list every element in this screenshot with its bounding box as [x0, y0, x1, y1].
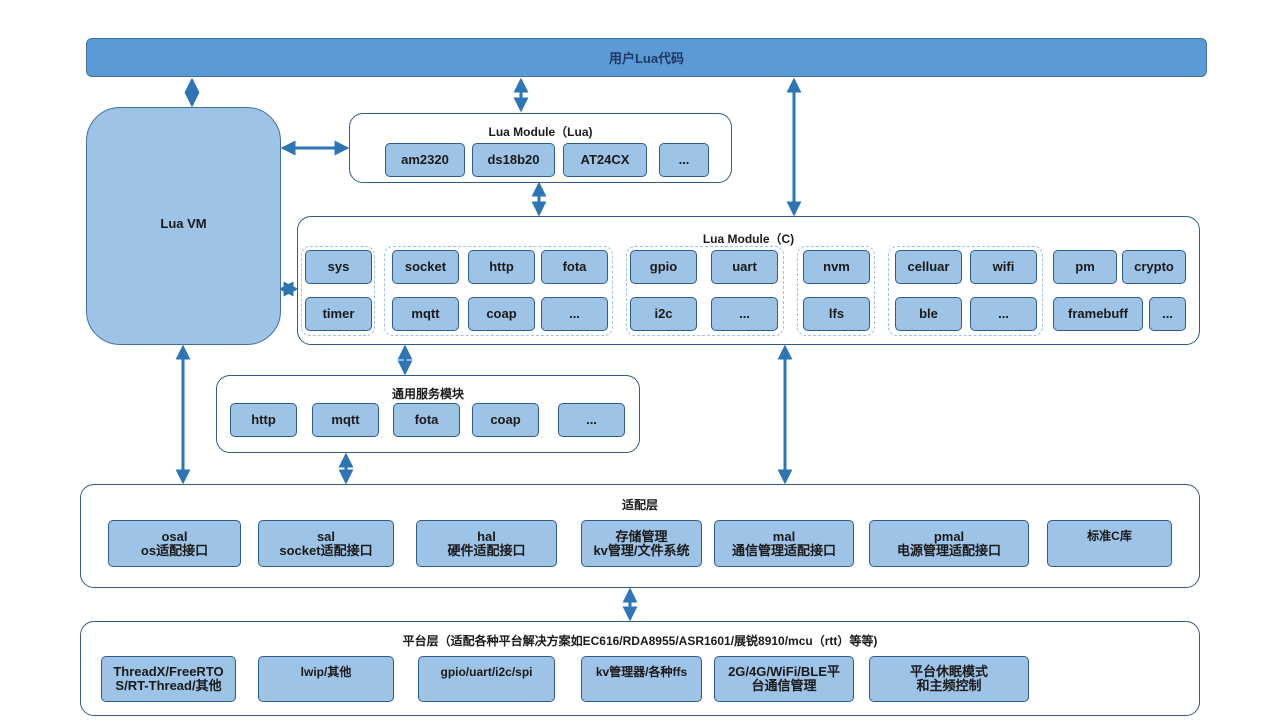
- module-chip: lfs: [803, 297, 870, 331]
- service-chip: fota: [393, 403, 460, 437]
- platform-chip-line1: lwip/其他: [300, 665, 352, 679]
- module-group: [888, 246, 1043, 336]
- platform-chip-line2: 和主频控制: [916, 678, 982, 693]
- module-group: [797, 246, 875, 336]
- common-services-title: 通用服务模块: [391, 387, 464, 401]
- user-lua-code-bar: 用户Lua代码: [86, 38, 1207, 77]
- adapter-chip-line1: hal: [477, 528, 496, 544]
- lua-module-lua-title: Lua Module（Lua): [488, 125, 593, 139]
- adapter-chip: osal os适配接口: [108, 520, 241, 567]
- adapter-layer-title: 适配层: [621, 498, 658, 512]
- platform-chip-line1: 平台休眠模式: [909, 664, 988, 679]
- platform-chip: 平台休眠模式 和主频控制: [869, 656, 1029, 702]
- module-chip: mqtt: [392, 297, 459, 331]
- adapter-chip-line2: 硬件适配接口: [447, 542, 526, 558]
- adapter-chip-line1: osal: [161, 528, 188, 544]
- module-chip: gpio: [630, 250, 697, 284]
- service-chip: ...: [558, 403, 625, 437]
- module-chip: wifi: [970, 250, 1037, 284]
- platform-chip: 2G/4G/WiFi/BLE平 台通信管理: [714, 656, 854, 702]
- service-chip: coap: [472, 403, 539, 437]
- platform-chip: gpio/uart/i2c/spi: [418, 656, 555, 702]
- adapter-chip: pmal 电源管理适配接口: [869, 520, 1029, 567]
- adapter-chip-line1: 存储管理: [615, 528, 668, 544]
- module-chip: fota: [541, 250, 608, 284]
- adapter-chip: hal 硬件适配接口: [416, 520, 557, 567]
- module-chip: ...: [659, 143, 709, 177]
- adapter-chip-line1: pmal: [933, 528, 965, 544]
- module-chip: framebuff: [1053, 297, 1143, 331]
- platform-chip: lwip/其他: [258, 656, 394, 702]
- module-chip: AT24CX: [563, 143, 647, 177]
- platform-chip: kv管理器/各种ffs: [581, 656, 702, 702]
- platform-chip-line1: kv管理器/各种ffs: [595, 665, 688, 679]
- module-chip: coap: [468, 297, 535, 331]
- module-chip: ds18b20: [472, 143, 555, 177]
- module-group: [626, 246, 784, 336]
- adapter-chip-line1: 标准C库: [1087, 529, 1132, 543]
- platform-layer-title: 平台层（适配各种平台解决方案如EC616/RDA8955/ASR1601/展锐8…: [402, 634, 878, 648]
- adapter-chip-line2: 电源管理适配接口: [896, 542, 1001, 558]
- module-chip: am2320: [385, 143, 465, 177]
- platform-chip-line1: gpio/uart/i2c/spi: [440, 665, 533, 679]
- adapter-chip-line2: socket适配接口: [279, 542, 373, 558]
- module-chip: ble: [895, 297, 962, 331]
- adapter-chip: mal 通信管理适配接口: [714, 520, 854, 567]
- module-chip: ...: [970, 297, 1037, 331]
- module-chip: ...: [711, 297, 778, 331]
- module-chip: socket: [392, 250, 459, 284]
- module-chip: nvm: [803, 250, 870, 284]
- adapter-chip: 标准C库: [1047, 520, 1172, 567]
- module-chip: ...: [541, 297, 608, 331]
- adapter-chip: sal socket适配接口: [258, 520, 394, 567]
- module-chip: ...: [1149, 297, 1186, 331]
- platform-chip: ThreadX/FreeRTO S/RT-Thread/其他: [101, 656, 236, 702]
- module-chip: timer: [305, 297, 372, 331]
- platform-chip-line2: S/RT-Thread/其他: [115, 678, 222, 693]
- adapter-chip-line1: mal: [772, 528, 796, 544]
- lua-module-c-title: Lua Module（C): [702, 232, 795, 246]
- service-chip: http: [230, 403, 297, 437]
- module-chip: crypto: [1122, 250, 1186, 284]
- adapter-chip-line2: kv管理/文件系统: [593, 542, 690, 558]
- module-chip: celluar: [895, 250, 962, 284]
- service-chip: mqtt: [312, 403, 379, 437]
- module-group: [384, 246, 613, 336]
- module-chip: pm: [1053, 250, 1117, 284]
- module-chip: i2c: [630, 297, 697, 331]
- adapter-chip: 存储管理 kv管理/文件系统: [581, 520, 702, 567]
- module-chip: sys: [305, 250, 372, 284]
- adapter-chip-line2: os适配接口: [140, 542, 209, 558]
- adapter-chip-line1: sal: [316, 528, 336, 544]
- platform-chip-line2: 台通信管理: [751, 678, 817, 693]
- module-chip: http: [468, 250, 535, 284]
- module-group: [301, 246, 375, 336]
- module-chip: uart: [711, 250, 778, 284]
- adapter-chip-line2: 通信管理适配接口: [731, 542, 836, 558]
- platform-chip-line1: ThreadX/FreeRTO: [113, 664, 224, 679]
- platform-chip-line1: 2G/4G/WiFi/BLE平: [728, 664, 840, 679]
- lua-vm-block: Lua VM: [86, 107, 281, 345]
